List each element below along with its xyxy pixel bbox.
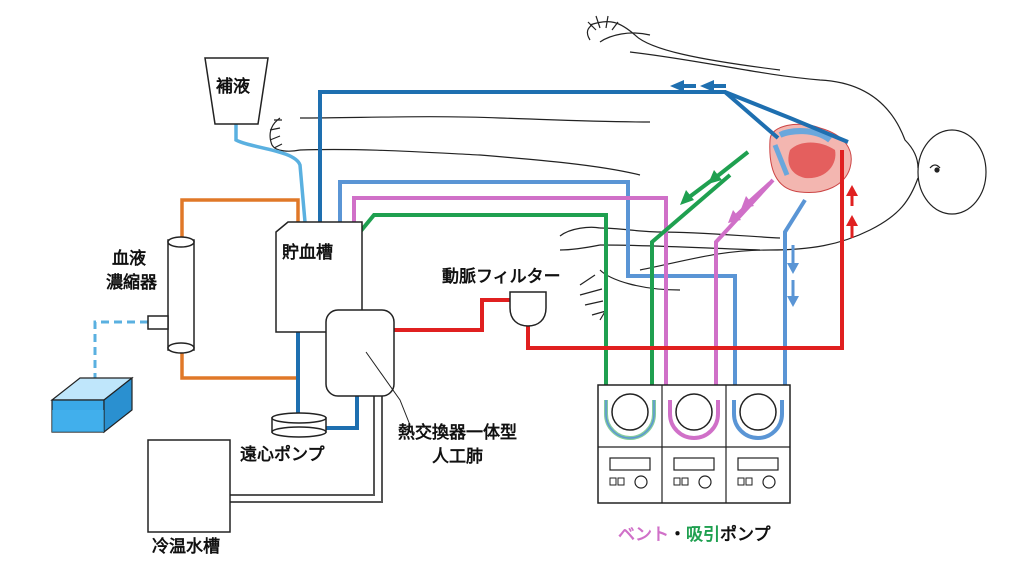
caption-suction: 吸引 (686, 525, 720, 545)
arterial-return-line (526, 150, 844, 350)
arterial-line (392, 298, 513, 332)
arterial-filter-label: 動脈フィルター (442, 266, 561, 287)
filtrate-drain-line (93, 320, 148, 380)
heart-icon (769, 123, 852, 194)
vent-branch-line (714, 178, 775, 400)
fluid-supply-line (234, 124, 307, 223)
hemoconcentrator-label-1: 血液 (112, 248, 146, 269)
svc-branch-line (724, 90, 849, 144)
centrifugal-pump: 遠心ポンプ (240, 412, 327, 465)
patient-body-outline (269, 15, 987, 321)
arrow-icon (670, 80, 858, 307)
venous-drainage-line (318, 90, 780, 222)
light-blue-branch-line (783, 198, 807, 400)
reservoir-label: 貯血槽 (282, 242, 333, 263)
filtrate-tray (50, 376, 134, 434)
pump-to-oxygenator-line (326, 395, 359, 430)
water-tank: 冷温水槽 (147, 439, 231, 557)
caption-pump: ポンプ (720, 524, 771, 545)
vent-line (352, 196, 668, 400)
suction-line (358, 213, 608, 400)
roller-pump-caption: ベント・吸引ポンプ (618, 524, 771, 545)
roller-pump-icon (597, 384, 791, 504)
caption-vent: ベント (618, 525, 669, 545)
centrifugal-pump-label: 遠心ポンプ (240, 444, 325, 465)
oxygenator-label-1: 熱交換器一体型 (398, 422, 517, 443)
caption-dot: ・ (669, 525, 686, 545)
water-tank-label: 冷温水槽 (152, 536, 220, 557)
fluid-bag: 補液 (204, 57, 269, 125)
venous-reservoir: 貯血槽 (275, 221, 363, 333)
oxygenator-label-2: 人工肺 (432, 447, 483, 467)
hemoconcentrator: 血液 濃縮器 (106, 236, 195, 354)
light-blue-return-line (338, 180, 737, 400)
arterial-filter: 動脈フィルター (442, 266, 561, 327)
fluid-bag-label: 補液 (215, 76, 250, 97)
oxygenator (325, 309, 411, 426)
suction-branch-line (650, 173, 732, 400)
water-lines (230, 395, 383, 503)
concentrator-loop (180, 198, 300, 380)
hemoconcentrator-label-2: 濃縮器 (106, 272, 158, 293)
